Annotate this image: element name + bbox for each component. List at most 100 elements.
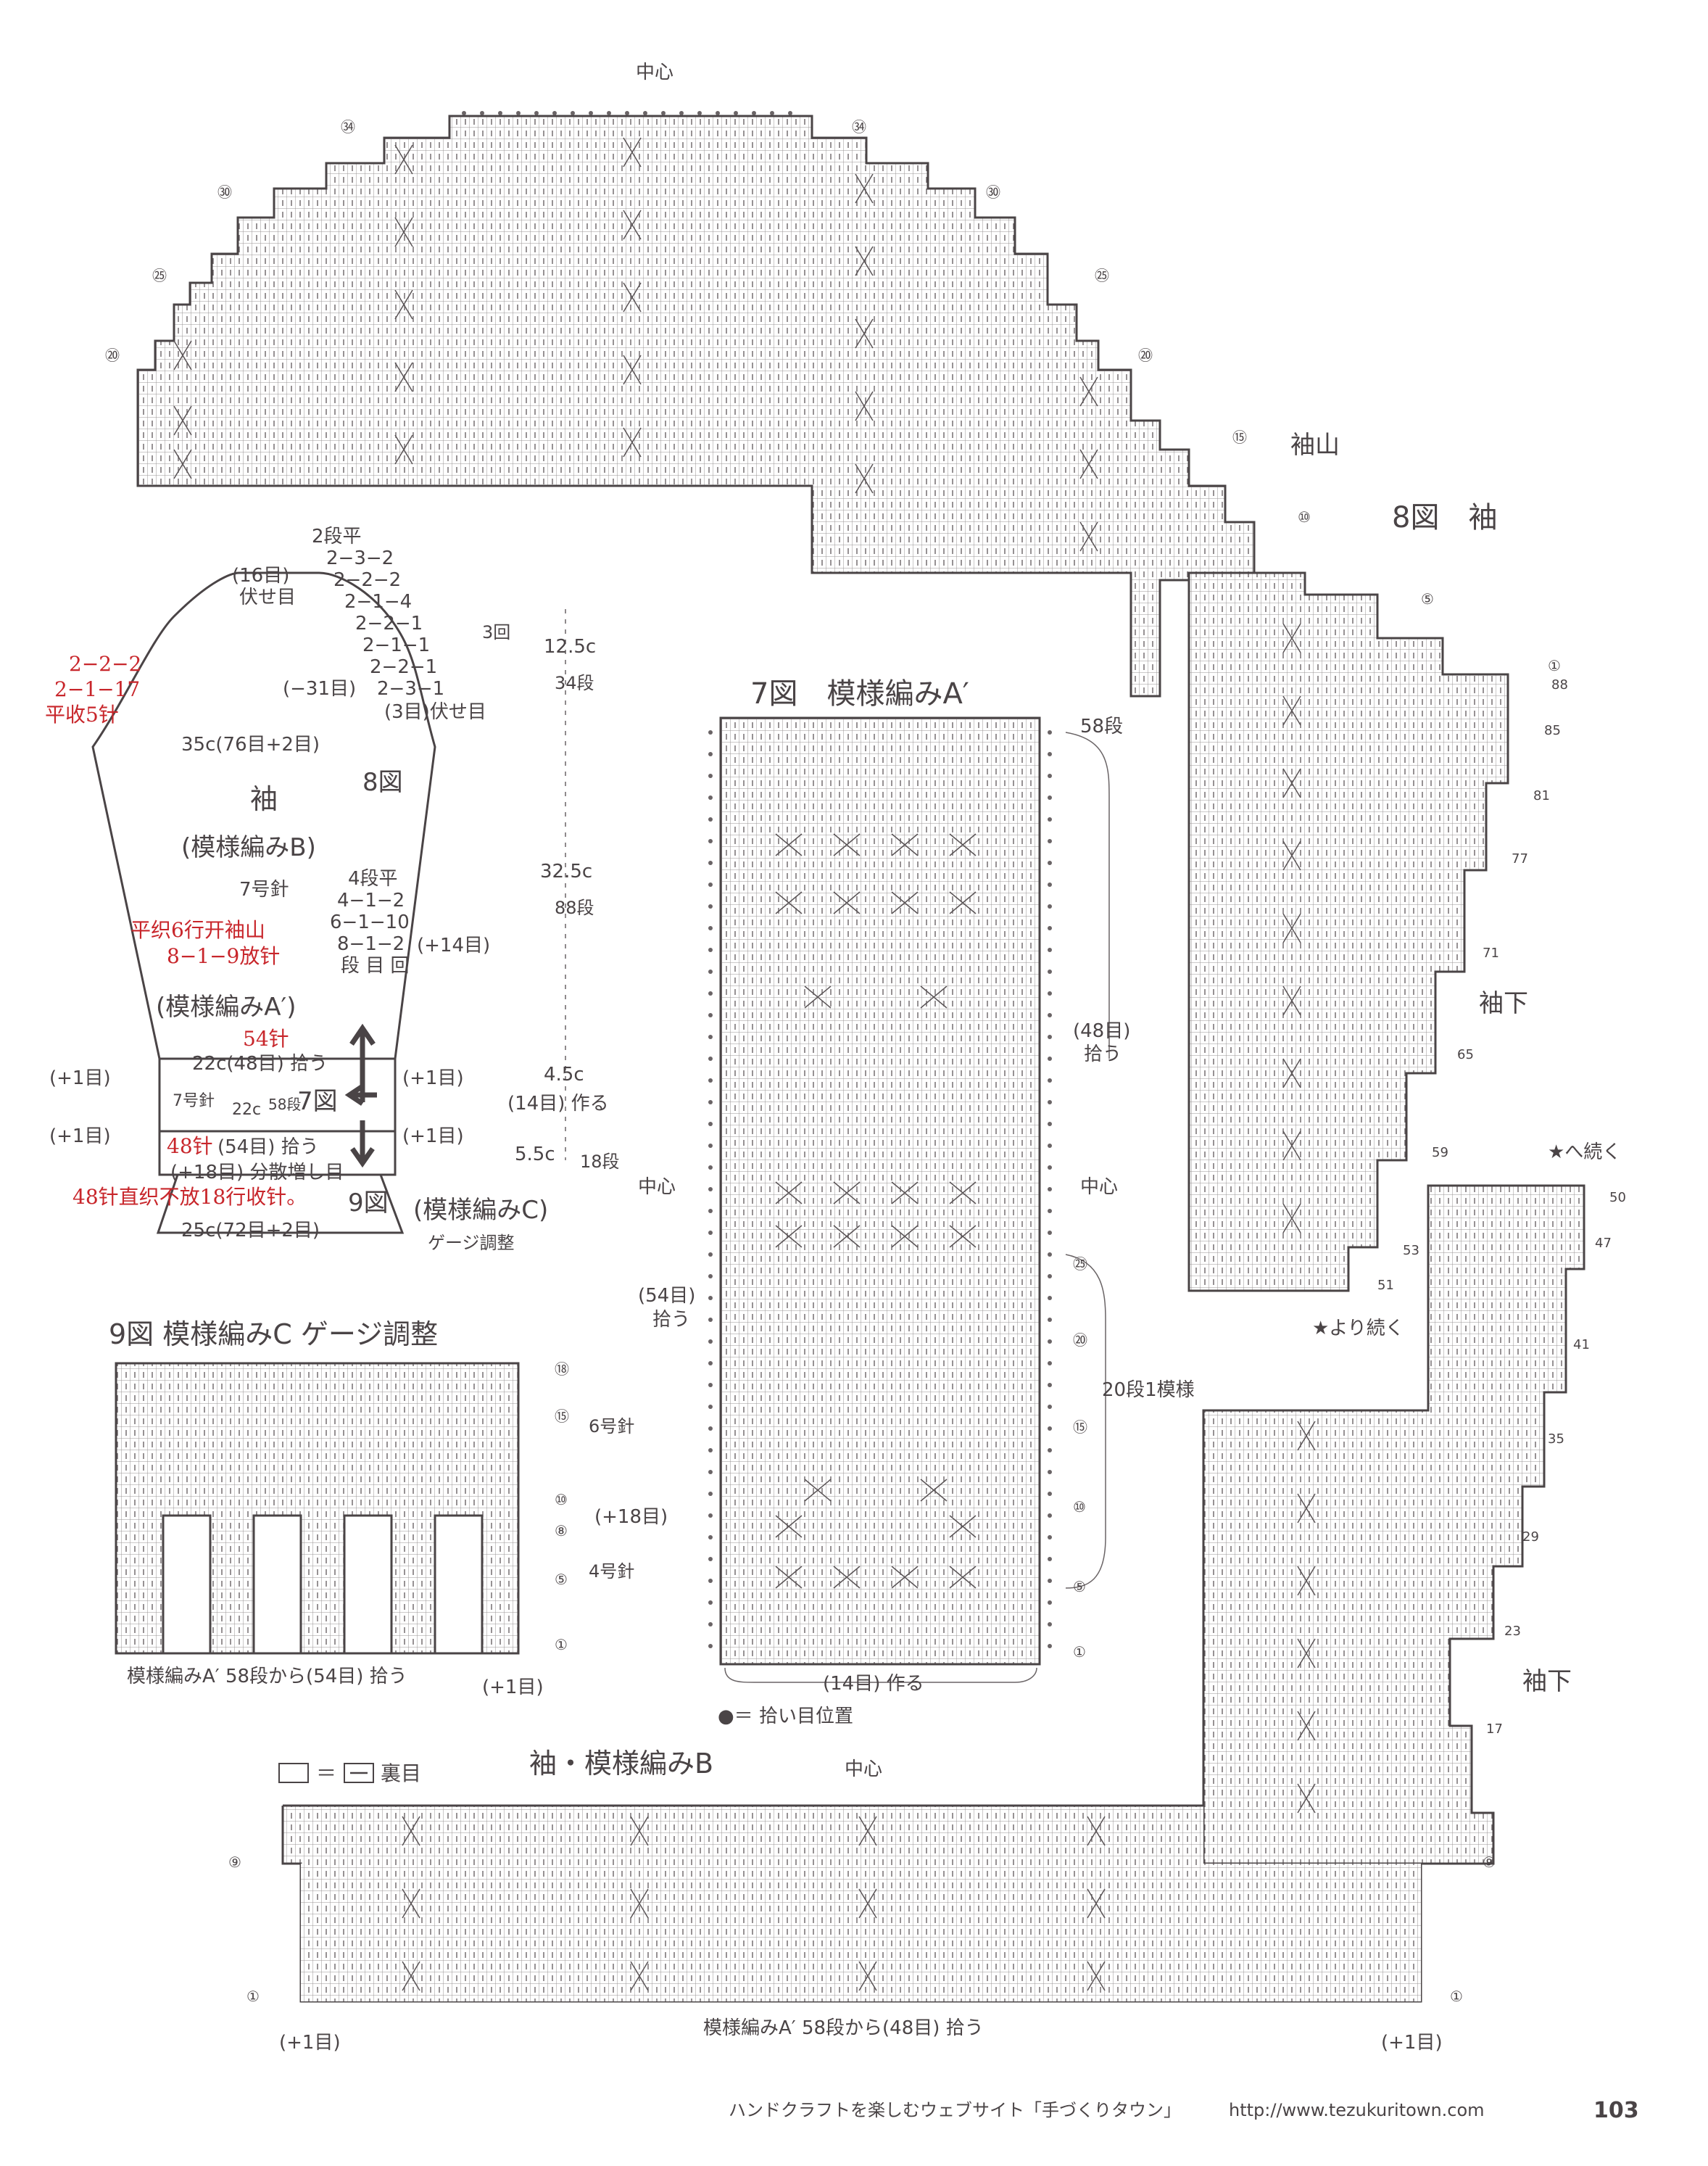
fig7-pickup-48: (48目) (1073, 1020, 1130, 1042)
cap-row-right-2: ㉚ (986, 183, 1000, 201)
fig-b-row-left-9: ⑨ (228, 1853, 241, 1871)
figure-9-chart (115, 1362, 520, 1655)
fig9-needle-6: 6号針 (589, 1416, 634, 1437)
labels: 中心 袖山 8図 袖 ㉞ ㉚ ㉕ ⑳ ㉞ ㉚ ㉕ ⑳ ⑮ ⑩ ⑤ ① 袖下 ★よ… (45, 62, 1639, 2123)
fig7-pickup-54: (54目) (638, 1285, 695, 1307)
cap-row-right-6: ⑩ (1298, 508, 1311, 526)
upper-row-59: 59 (1432, 1145, 1448, 1160)
fig7-top-rows: 58段 (1080, 716, 1123, 737)
fig-b-row-left-1: ① (246, 1988, 260, 2005)
dec-line-6: 2−2−1 (370, 656, 437, 678)
fig7-pickup-54b: 拾う (652, 1309, 690, 1331)
dec-line-2: 2−2−2 (333, 569, 401, 591)
pattern-a: (模様編みA′) (156, 993, 297, 1022)
upper-row-53: 53 (1403, 1243, 1419, 1258)
red-note-4: 平织6行开袖山 (130, 918, 265, 942)
fig9-needle-4: 4号針 (589, 1561, 634, 1582)
lower-sleeve-continue-note: ★へ続く (1548, 1141, 1621, 1163)
cap-row-right-3: ㉕ (1095, 267, 1109, 284)
cable-columns-cap (173, 137, 1098, 552)
cap-row-right-4: ⑳ (1138, 347, 1153, 364)
pickup-54: (54目) 拾う (217, 1136, 319, 1158)
fig-b-plus1-right: (+1目) (1381, 2032, 1443, 2054)
dec-line-7: 2−3−1 (377, 678, 444, 700)
needle-7: 7号針 (239, 879, 289, 901)
red-note-7: 48针 (167, 1134, 213, 1158)
cap-row-left-3: ㉕ (152, 267, 167, 284)
pattern-b-chart (281, 1804, 1493, 2003)
inc-18: (+18目) 分散増し目 (170, 1162, 344, 1183)
inc-line-2: 6−1−10 (330, 912, 410, 933)
figure-9-title: 9図 模様編みC ゲージ調整 (109, 1318, 438, 1350)
fig9-row-8: ⑧ (555, 1522, 568, 1539)
figure-8-title: 8図 袖 (1392, 501, 1497, 534)
figure-b-title: 袖・模様編みB (529, 1748, 713, 1779)
sleeve-cap-name: 袖山 (1290, 431, 1340, 460)
inc-plain: 4段平 (348, 868, 398, 890)
upper-row-51: 51 (1377, 1278, 1394, 1293)
fig7-row-1: ① (1073, 1643, 1086, 1661)
inc-total: (+14目) (417, 935, 490, 956)
figure-7-chart (708, 716, 1110, 1683)
cap-row-left-1: ㉞ (341, 118, 355, 136)
needle-7b: 7号針 (173, 1092, 215, 1110)
upper-row-65: 65 (1457, 1047, 1474, 1062)
pickup-48: 22c(48目) 拾う (192, 1053, 328, 1075)
fig7-cast-on: (14目) 作る (823, 1673, 924, 1695)
fig-b-pickup-note: 模様編みA′ 58段から(48目) 拾う (703, 2017, 984, 2039)
dec-line-1: 2−3−2 (326, 547, 394, 569)
plus1-left-2: (+1目) (49, 1125, 111, 1147)
footer-text: ハンドクラフトを楽しむウェブサイト「手づくりタウン」 (729, 2100, 1181, 2120)
pattern-c: (模様編みC) (413, 1196, 548, 1225)
upper-row-77: 77 (1512, 851, 1528, 867)
dim-cap: 12.5c (544, 636, 596, 658)
lower-row-35: 35 (1548, 1431, 1564, 1447)
dec-repeat: 3回 (482, 622, 510, 642)
figure-9-ref: 9図 (348, 1189, 389, 1218)
cap-row-right-1: ㉞ (852, 118, 866, 136)
dim-body: 32.5c (540, 861, 592, 882)
fig9-row-1: ① (555, 1636, 568, 1653)
red-note-8: 48针直织不放18行收针。 (72, 1185, 307, 1209)
lower-row-50: 50 (1609, 1190, 1626, 1205)
fig9-plus1: (+1目) (482, 1677, 544, 1698)
fig-b-row-right-1: ① (1450, 1988, 1463, 2005)
fig9-row-15: ⑮ (555, 1408, 569, 1425)
figure-7-arrows (344, 1023, 377, 1168)
pickup-dots-left (708, 730, 713, 1648)
footer-url[interactable]: http://www.tezukuritown.com (1229, 2100, 1485, 2120)
dim-c: 5.5c (515, 1144, 555, 1165)
bind-off-dots (462, 111, 792, 115)
cap-top-stitches: (16目) (232, 565, 289, 587)
fig7-center-left: 中心 (638, 1176, 676, 1198)
pickup-dots-right (1048, 730, 1052, 1648)
plus1-right: (+1目) (402, 1067, 464, 1089)
pattern-b: (模様編みB) (181, 833, 316, 862)
fig-b-row-right-9: ⑨ (1483, 1853, 1496, 1871)
fig7-repeat: 20段1模様 (1102, 1379, 1195, 1401)
cap-row-left-4: ⑳ (105, 347, 120, 364)
cuff-dims: 22c (232, 1101, 261, 1119)
fig7-row-10: ⑩ (1073, 1498, 1086, 1516)
legend-purl: 裏目 (381, 1761, 421, 1785)
dim-a: 4.5c (544, 1064, 584, 1086)
gauge-label: ゲージ調整 (428, 1233, 515, 1253)
plus1-left: (+1目) (49, 1067, 111, 1089)
width-upper: 35c(76目+2目) (181, 734, 320, 756)
dim-a-note: (14目) 作る (507, 1093, 609, 1115)
red-note-3: 平收5针 (45, 703, 119, 727)
lower-row-29: 29 (1522, 1529, 1539, 1545)
dec-line-5: 2−1−1 (362, 634, 430, 656)
fig9-row-5: ⑤ (555, 1571, 568, 1588)
inc-line-3: 8−1−2 (337, 933, 405, 955)
sleeve-cap-chart (136, 111, 1256, 698)
upper-sleeve-start-note: ★より続く (1312, 1318, 1404, 1339)
cap-top-bind: 伏せ目 (239, 587, 296, 608)
fig7-row-20: ⑳ (1073, 1331, 1087, 1349)
fig-b-plus1-left: (+1目) (279, 2032, 341, 2054)
plus1-right-2: (+1目) (402, 1125, 464, 1147)
lower-row-47: 47 (1595, 1236, 1612, 1251)
dec-total: (−31目) (283, 678, 356, 700)
cap-row-left-2: ㉚ (217, 183, 232, 201)
